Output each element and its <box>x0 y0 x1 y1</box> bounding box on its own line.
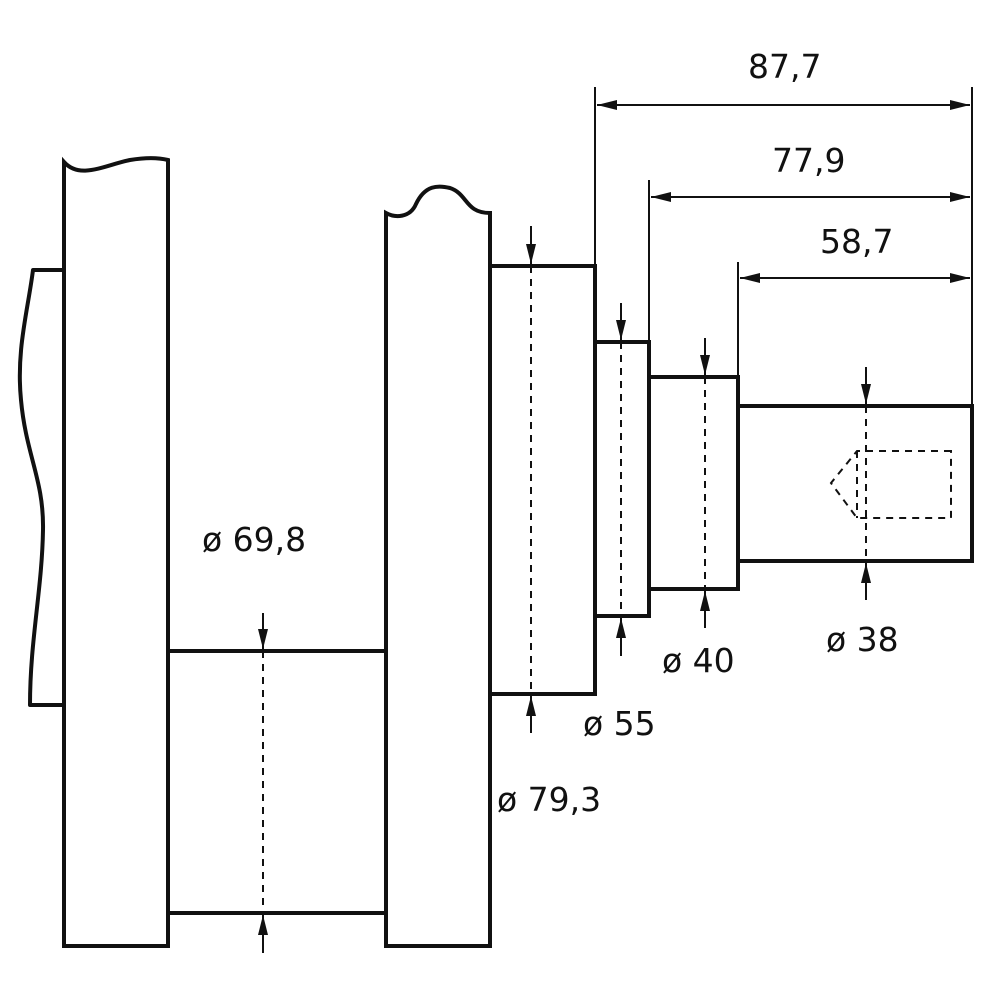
left-crank-web <box>62 156 170 948</box>
shaft-step-40 <box>647 375 740 591</box>
left-housing <box>17 268 65 707</box>
label-dia-69-8: ø 69,8 <box>202 520 306 559</box>
label-dia-40: ø 40 <box>662 641 735 680</box>
label-dia-38: ø 38 <box>826 620 899 659</box>
label-length-58-7: 58,7 <box>820 222 893 261</box>
label-dia-79-3: ø 79,3 <box>497 780 601 819</box>
shaft-end-38 <box>736 404 974 563</box>
crank-pin <box>166 649 388 915</box>
label-dia-55: ø 55 <box>583 704 656 743</box>
right-crank-web <box>384 184 492 948</box>
label-length-77-9: 77,9 <box>772 141 845 180</box>
center-bore-hidden <box>829 450 952 519</box>
label-length-87-7: 87,7 <box>748 47 821 86</box>
main-journal <box>488 264 597 696</box>
